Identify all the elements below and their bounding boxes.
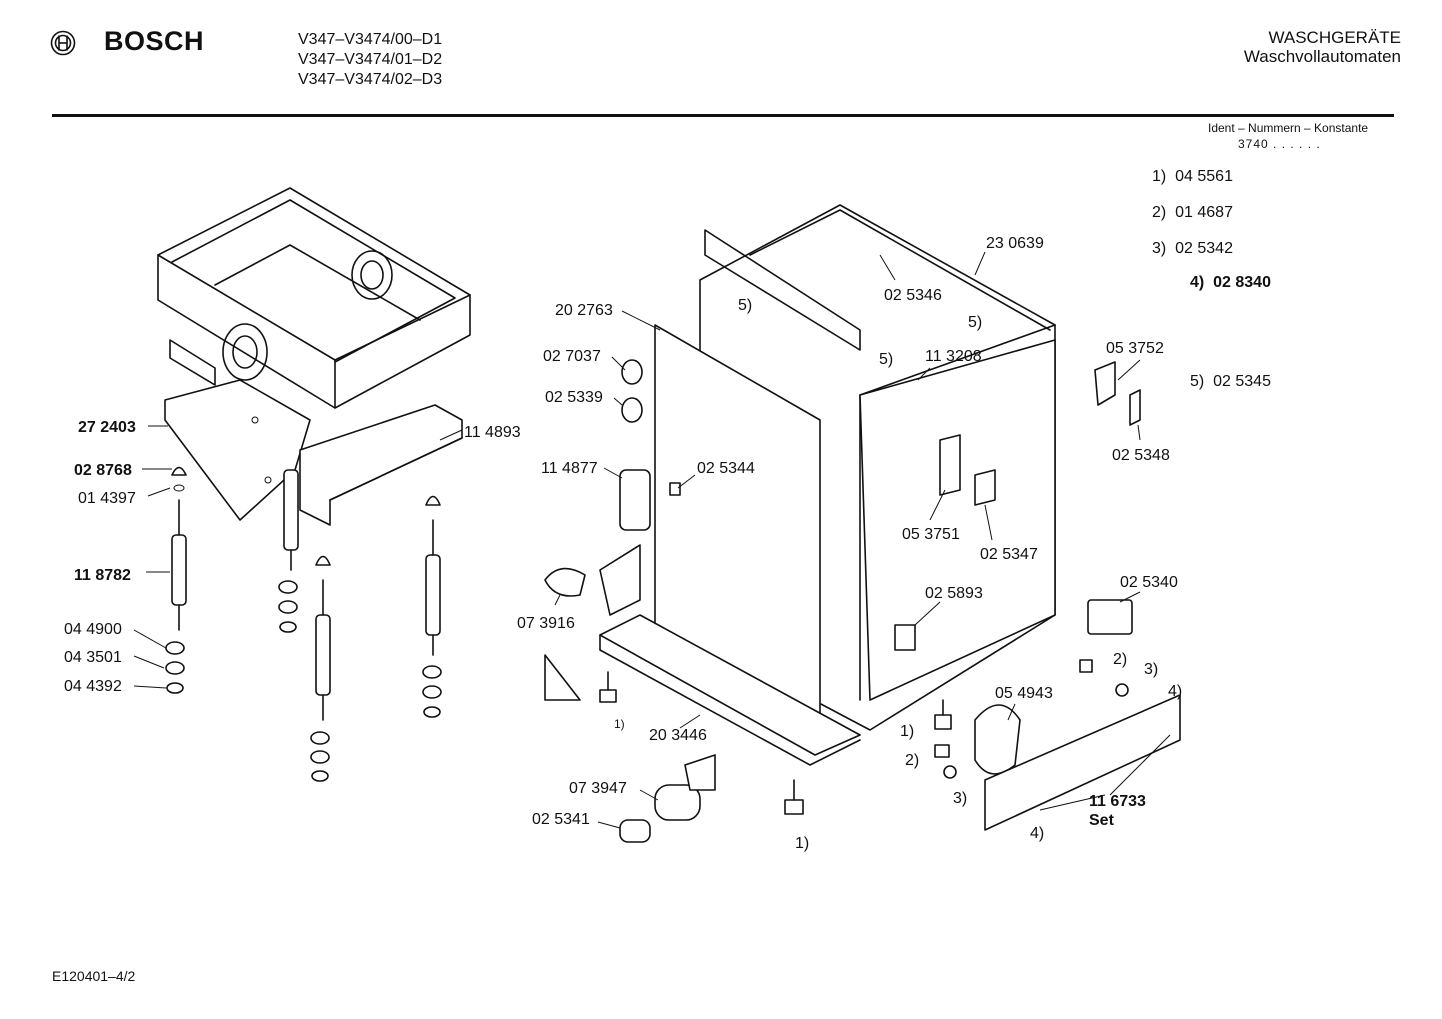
label-05-4943: 05 4943: [995, 685, 1053, 702]
legend-value: 02 5345: [1213, 373, 1271, 390]
label-04-3501: 04 3501: [64, 649, 122, 666]
label-02-5340: 02 5340: [1120, 574, 1178, 591]
wash-tub: [157, 187, 471, 409]
ref-5-a: 5): [738, 297, 752, 314]
small-parts: [544, 359, 1181, 843]
shock-absorber-left: [171, 466, 187, 631]
legend-key: 3): [1152, 240, 1167, 257]
model-number-1: V347–V3474/00–D1: [298, 31, 443, 48]
legend-value: 04 5561: [1175, 168, 1233, 185]
legend-item-2: 2) 01 4687: [1152, 204, 1233, 222]
cabinet-frame: [654, 204, 1056, 736]
drawing-code: E120401–4/2: [52, 968, 136, 984]
label-02-8768: 02 8768: [74, 462, 132, 479]
label-02-5339: 02 5339: [545, 389, 603, 406]
legend-key: 5): [1190, 373, 1205, 390]
label-20-2763: 20 2763: [555, 302, 613, 319]
label-07-3947: 07 3947: [569, 780, 627, 797]
label-05-3751: 05 3751: [902, 526, 960, 543]
label-04-4392: 04 4392: [64, 678, 122, 695]
legend-key: 4): [1190, 274, 1205, 291]
label-20-3446: 20 3446: [649, 727, 707, 744]
legend-item-5: 5) 02 5345: [1190, 373, 1271, 391]
ident-label: Ident – Nummern – Konstante: [1208, 121, 1369, 135]
ref-1-c: 1): [900, 723, 914, 740]
label-23-0639: 23 0639: [986, 235, 1044, 252]
bosch-logo-icon: [50, 30, 76, 56]
legend-item-3: 3) 02 5342: [1152, 240, 1233, 258]
label-01-4397: 01 4397: [78, 490, 136, 507]
label-02-5348: 02 5348: [1112, 447, 1170, 464]
label-11-3208: 11 3208: [925, 348, 982, 365]
label-05-3752: 05 3752: [1106, 340, 1164, 357]
label-02-5893: 02 5893: [925, 585, 983, 602]
ref-2-a: 2): [905, 752, 919, 769]
label-04-4900: 04 4900: [64, 621, 122, 638]
label-11-4893: 11 4893: [464, 424, 521, 441]
label-02-5344: 02 5344: [697, 460, 755, 477]
label-07-3916: 07 3916: [517, 615, 575, 632]
ref-5-c: 5): [879, 351, 893, 368]
ref-4-b: 4): [1030, 825, 1044, 842]
model-number-2: V347–V3474/01–D2: [298, 51, 443, 68]
leader-lines: [133, 251, 1171, 829]
header-divider: [52, 114, 1394, 117]
ident-value: 3740 . . . . . .: [1238, 137, 1321, 151]
legend-item-4: 4) 02 8340: [1190, 274, 1271, 292]
label-11-6733: 11 6733: [1089, 793, 1146, 810]
model-number-3: V347–V3474/02–D3: [298, 71, 443, 88]
legend-key: 1): [1152, 168, 1167, 185]
ref-1-b: 1): [795, 835, 809, 852]
tub-channel: [299, 404, 463, 526]
legend-value: 01 4687: [1175, 204, 1233, 221]
ref-3-a: 3): [1144, 661, 1158, 678]
legend-value: 02 8340: [1213, 274, 1271, 291]
legend-value: 02 5342: [1175, 240, 1233, 257]
label-11-4877: 11 4877: [541, 460, 598, 477]
category-title: WASCHGERÄTE: [1268, 28, 1401, 47]
ref-4-a: 4): [1168, 683, 1182, 700]
label-set: Set: [1089, 812, 1115, 829]
label-02-5346: 02 5346: [884, 287, 942, 304]
category-subtitle: Waschvollautomaten: [1243, 47, 1401, 66]
ref-3-b: 3): [953, 790, 967, 807]
label-27-2403: 27 2403: [78, 419, 136, 436]
shock-absorber-right: [425, 495, 441, 656]
ref-5-b: 5): [968, 314, 982, 331]
label-02-5341: 02 5341: [532, 811, 590, 828]
legend-item-1: 1) 04 5561: [1152, 168, 1233, 186]
washer-stacks: [165, 580, 442, 782]
label-11-8782: 11 8782: [74, 567, 131, 584]
shock-absorber-mid: [283, 469, 299, 571]
ref-2-b: 2): [1113, 651, 1127, 668]
brand-name: BOSCH: [104, 26, 205, 56]
cabinet-base: [599, 614, 861, 766]
label-02-5347: 02 5347: [980, 546, 1038, 563]
shock-absorber-center: [315, 555, 331, 721]
ref-1-a: 1): [614, 717, 625, 731]
label-02-7037: 02 7037: [543, 348, 601, 365]
legend-key: 2): [1152, 204, 1167, 221]
